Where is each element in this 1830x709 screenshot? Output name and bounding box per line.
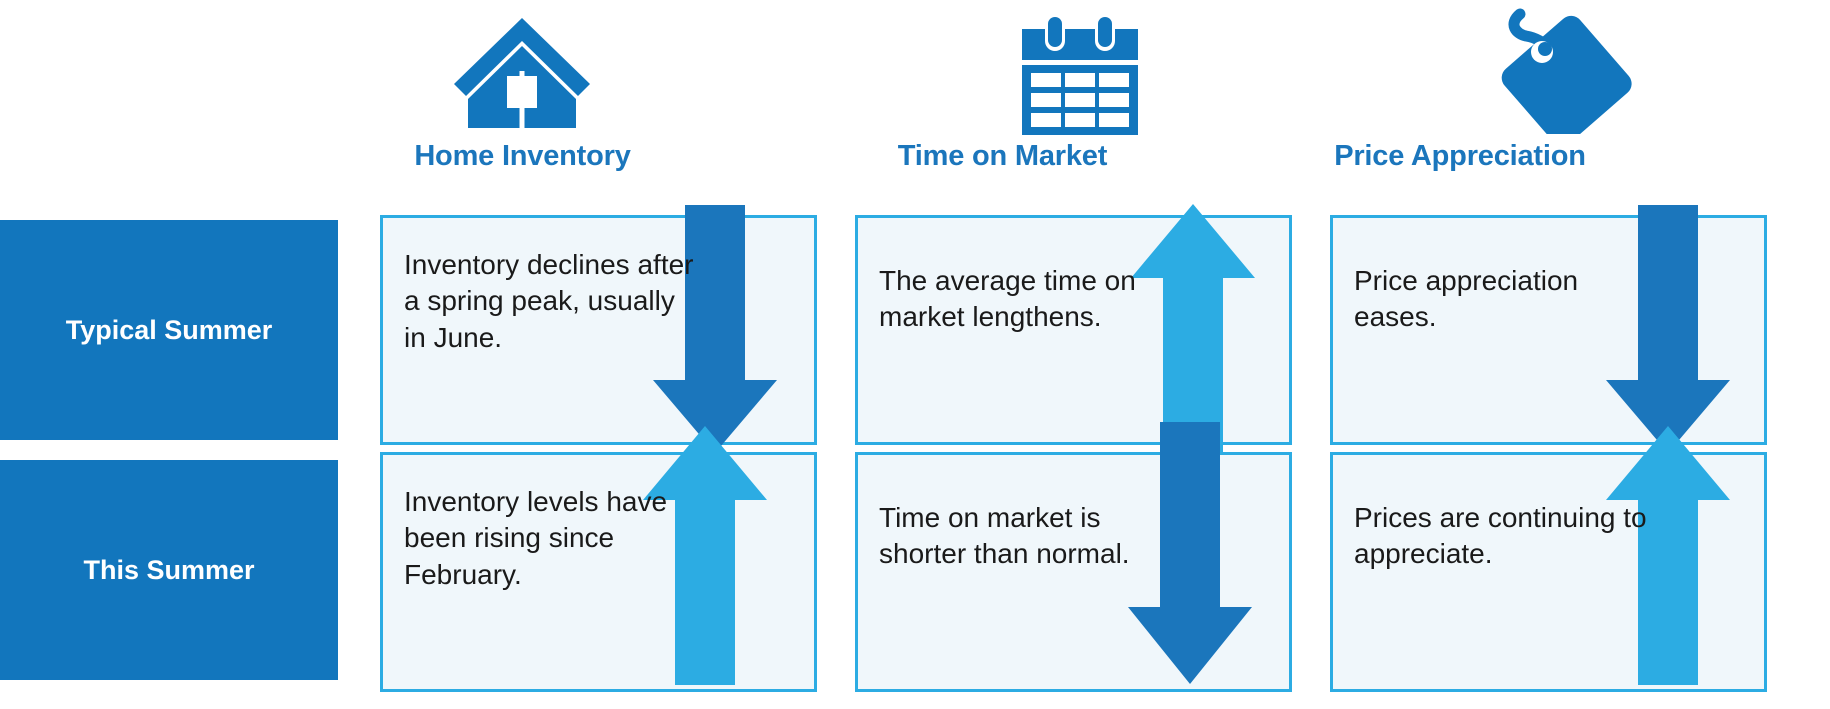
arrow-down-icon bbox=[653, 205, 777, 453]
cell-this-summer-home-inventory: Inventory levels have been rising since … bbox=[380, 426, 820, 692]
column-header-label: Home Inventory bbox=[414, 140, 631, 172]
cell-this-summer-time-on-market: Time on market is shorter than normal. bbox=[855, 422, 1295, 692]
cell-typical-summer-home-inventory: Inventory declines after a spring peak, … bbox=[380, 205, 820, 453]
cell-typical-summer-time-on-market: The average time on market lengthens. bbox=[855, 204, 1295, 453]
arrow-up-icon bbox=[1131, 204, 1255, 453]
row-label-text: This Summer bbox=[83, 554, 255, 585]
column-header-price-appreciation: Price Appreciation bbox=[1310, 140, 1610, 173]
arrow-up-icon bbox=[643, 426, 767, 685]
cell-text: Inventory levels have been rising since … bbox=[404, 486, 668, 590]
cell-typical-summer-price-appreciation: Price appreciation eases. bbox=[1330, 205, 1770, 453]
cell-text: Prices are continuing to appreciate. bbox=[1354, 502, 1647, 570]
cell-text: The average time on market lengthens. bbox=[879, 265, 1136, 333]
arrow-down-icon bbox=[1128, 422, 1252, 684]
arrow-up-icon bbox=[1606, 426, 1730, 685]
cell-text: Price appreciation eases. bbox=[1354, 265, 1579, 333]
arrow-down-icon bbox=[1606, 205, 1730, 453]
column-header-time-on-market: Time on Market bbox=[870, 140, 1135, 173]
cell-text: Inventory declines after a spring peak, … bbox=[404, 249, 694, 353]
cell-text: Time on market is shorter than normal. bbox=[879, 502, 1130, 570]
column-header-home-inventory: Home Inventory bbox=[410, 140, 635, 173]
column-header-label: Time on Market bbox=[897, 140, 1108, 172]
house-icon bbox=[452, 16, 592, 128]
row-label-this-summer: This Summer bbox=[0, 460, 338, 680]
row-label-typical-summer: Typical Summer bbox=[0, 220, 338, 440]
calendar-icon bbox=[1019, 17, 1141, 135]
cell-this-summer-price-appreciation: Prices are continuing to appreciate. bbox=[1330, 426, 1770, 692]
column-header-label: Price Appreciation bbox=[1334, 140, 1586, 172]
price-tag-icon bbox=[1494, 8, 1634, 134]
row-label-text: Typical Summer bbox=[65, 314, 273, 345]
